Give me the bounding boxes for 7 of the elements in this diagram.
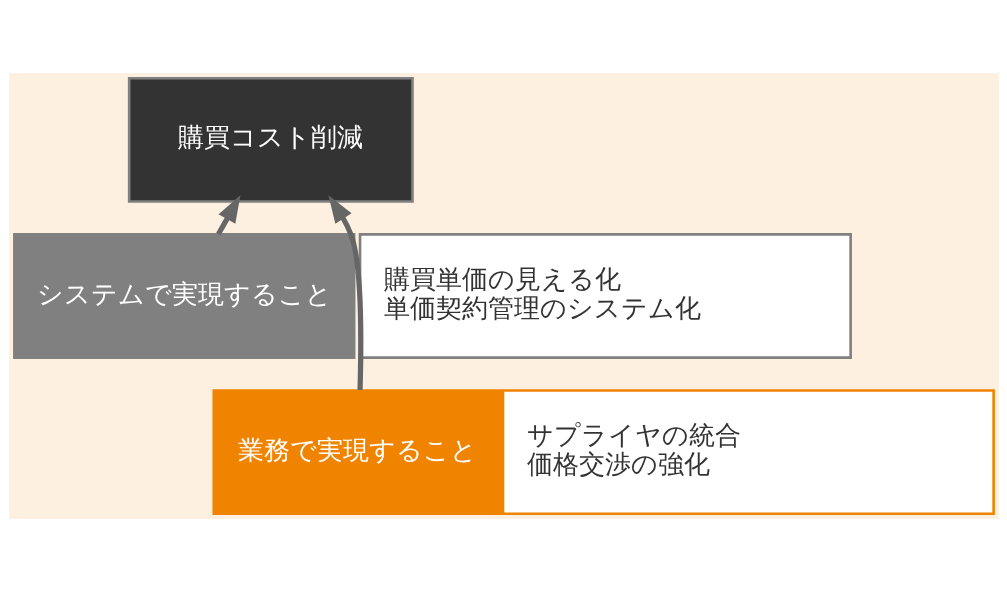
node-box: システムで実現すること	[12, 232, 355, 359]
arrow	[215, 194, 240, 235]
node-box: サプライヤの統合 価格交渉の強化	[501, 388, 995, 515]
arrow	[327, 194, 363, 390]
node-box: 購買単価の見える化 単価契約管理のシステム化	[358, 232, 852, 359]
node-box: 業務で実現すること	[211, 388, 502, 515]
node-box: 購買コスト削減	[127, 76, 414, 203]
